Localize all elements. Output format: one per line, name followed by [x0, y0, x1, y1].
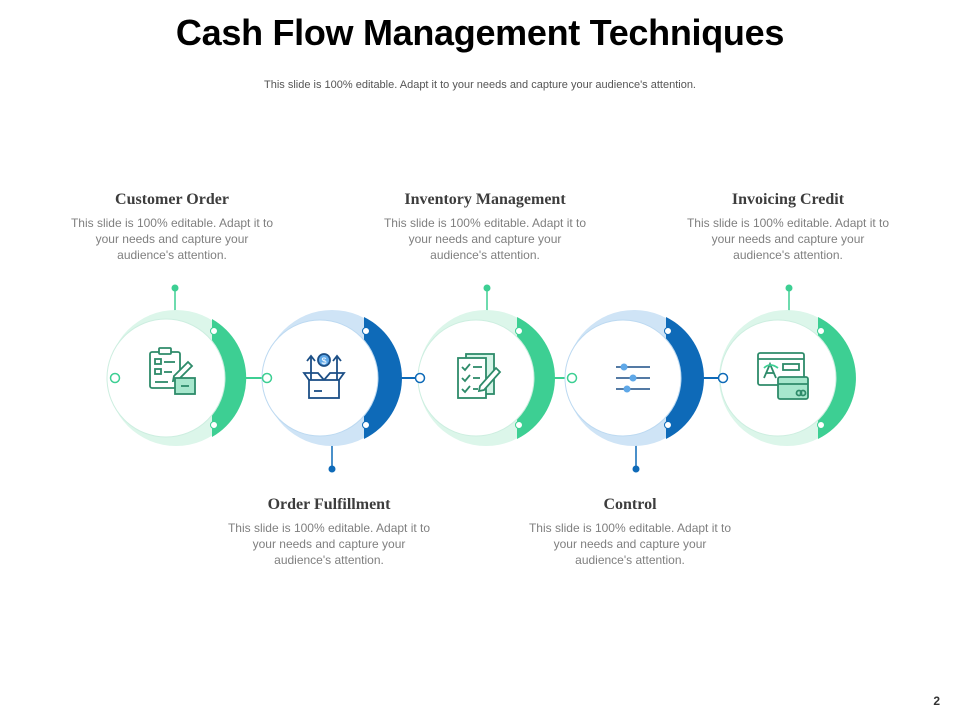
step-description: This slide is 100% editable. Adapt it to… — [528, 521, 732, 567]
stem-control — [632, 443, 640, 473]
step-title: Control — [603, 496, 657, 513]
step-description: This slide is 100% editable. Adapt it to… — [70, 216, 274, 262]
page-number: 2 — [933, 694, 940, 708]
stem-invoicing-credit — [785, 284, 793, 313]
inventory-checklist-icon — [457, 353, 502, 399]
step-label-control: Control This slide is 100% editable. Ada… — [525, 496, 735, 568]
step-title: Order Fulfillment — [267, 496, 391, 513]
sliders-icon — [616, 363, 650, 393]
invoice-card-icon — [757, 352, 809, 400]
step-description: This slide is 100% editable. Adapt it to… — [383, 216, 587, 262]
step-title: Invoicing Credit — [731, 191, 845, 208]
step-description: This slide is 100% editable. Adapt it to… — [686, 216, 890, 262]
stem-order-fulfillment — [328, 443, 336, 473]
step-circle-order-fulfillment — [261, 310, 402, 446]
page-subtitle: This slide is 100% editable. Adapt it to… — [264, 79, 696, 91]
step-label-customer-order: Customer Order This slide is 100% editab… — [67, 191, 277, 263]
step-description: This slide is 100% editable. Adapt it to… — [227, 521, 431, 567]
clipboard-checklist-icon — [149, 347, 196, 395]
step-title: Customer Order — [115, 191, 229, 208]
step-label-invoicing-credit: Invoicing Credit This slide is 100% edit… — [683, 191, 893, 263]
stem-customer-order — [171, 284, 179, 313]
page-title: Cash Flow Management Techniques — [175, 12, 785, 53]
step-label-inventory-management: Inventory Management This slide is 100% … — [380, 191, 590, 263]
dollar-box-icon: $ — [302, 353, 346, 399]
step-label-order-fulfillment: Order Fulfillment This slide is 100% edi… — [224, 496, 434, 568]
stem-inventory-management — [483, 284, 491, 313]
svg-text:$: $ — [321, 356, 326, 366]
step-title: Inventory Management — [404, 191, 566, 208]
